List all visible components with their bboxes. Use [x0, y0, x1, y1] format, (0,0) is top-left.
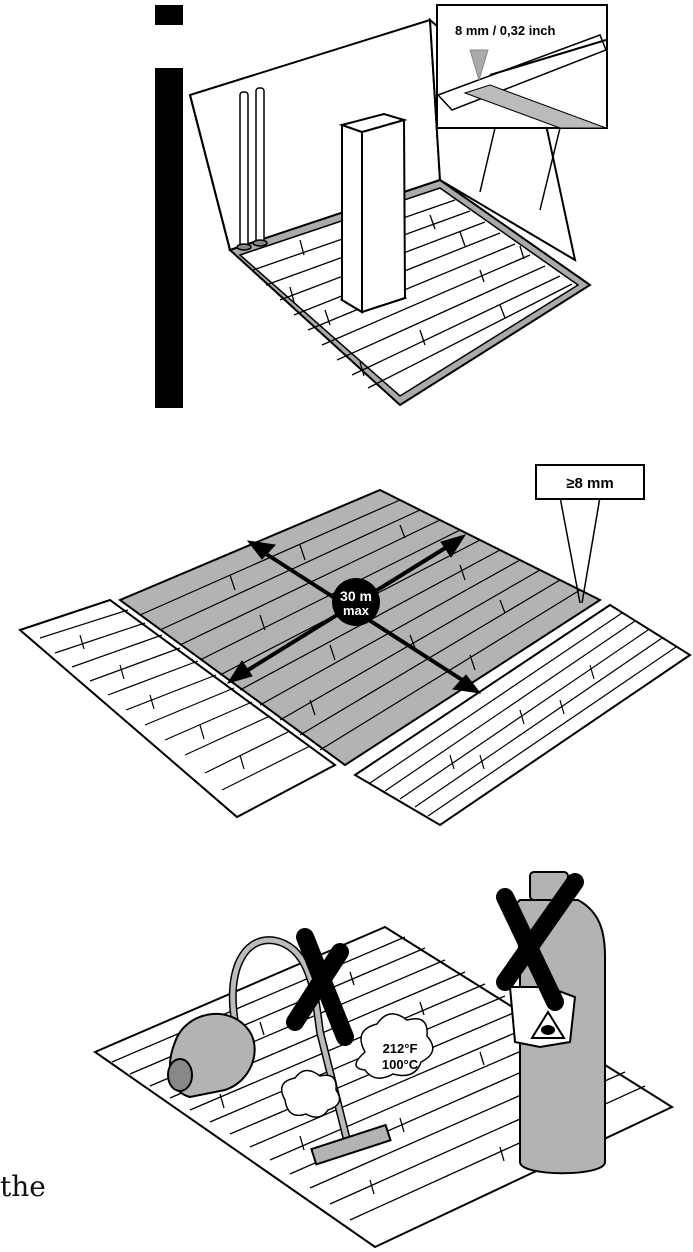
max-length-unit: max	[343, 603, 370, 618]
max-length-value: 30 m	[340, 588, 372, 604]
pillar	[342, 114, 405, 312]
edge-gap-label: ≥8 mm	[566, 475, 613, 492]
expansion-gap-label: 8 mm / 0,32 inch	[455, 23, 555, 38]
temperature-fahrenheit: 212°F	[383, 1041, 418, 1056]
temperature-celsius: 100°C	[382, 1057, 419, 1072]
room-expansion-gap-diagram: 8 mm / 0,32 inch	[0, 0, 693, 420]
max-area-diagram: 30 m max ≥8 mm	[0, 435, 693, 855]
floor-care-warning-diagram: 212°F 100°C	[0, 862, 693, 1252]
page-text-fragment: the	[0, 1170, 46, 1203]
